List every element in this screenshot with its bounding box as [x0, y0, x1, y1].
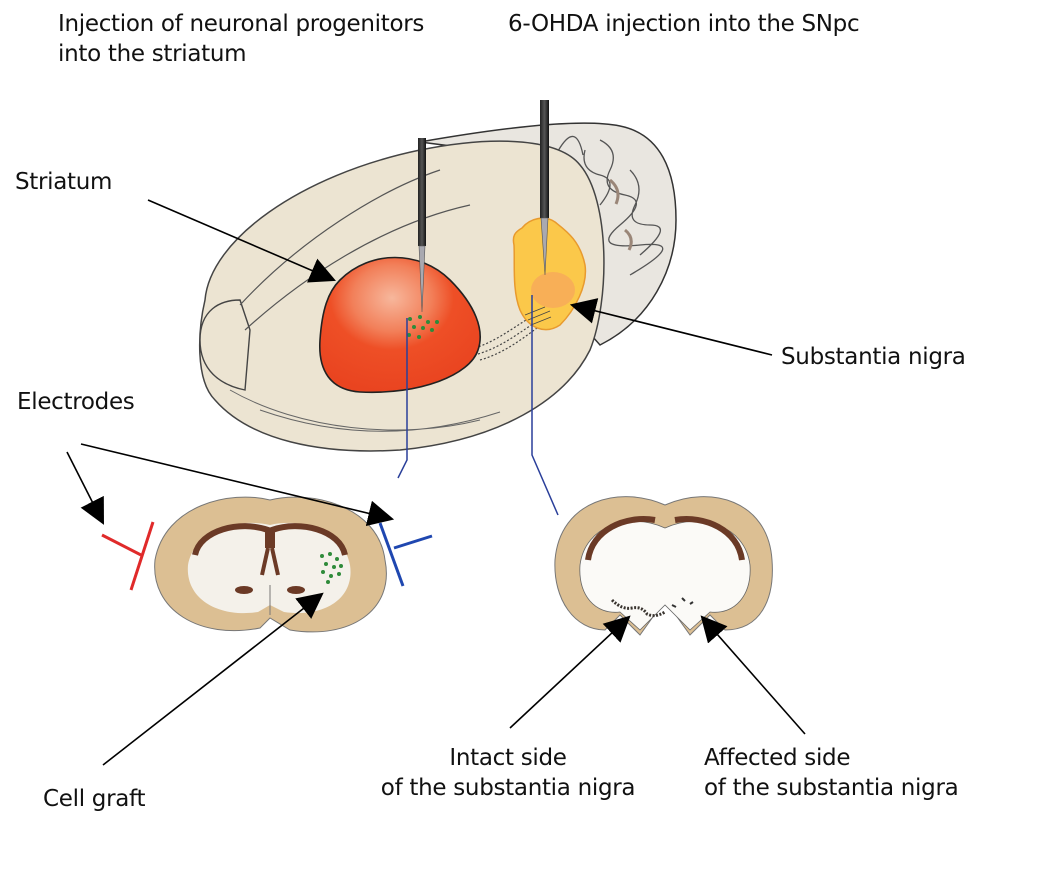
arrow-affected-side	[700, 615, 806, 735]
title-progenitor-injection-line2: into the striatum	[58, 41, 247, 67]
arrow-substantia-nigra	[569, 298, 773, 356]
label-substantia-nigra: Substantia nigra	[781, 344, 966, 370]
striatum-region	[319, 256, 481, 394]
graft-dots-striatum	[407, 315, 439, 339]
arrow-cell-graft	[102, 592, 324, 766]
label-affected-side: Affected side of the substantia nigra	[704, 743, 959, 803]
graft-dots-section	[320, 552, 343, 584]
arrow-intact-side	[509, 615, 631, 729]
injection-needle-striatum	[418, 138, 426, 313]
title-progenitor-injection: Injection of neuronal progenitors into t…	[58, 9, 424, 69]
label-striatum: Striatum	[15, 169, 113, 195]
connector-line-snpc	[531, 295, 559, 516]
connector-line-striatum	[397, 318, 408, 479]
coronal-section-snpc	[554, 496, 773, 636]
arrow-electrode-right	[80, 443, 395, 527]
injection-needle-snpc	[540, 100, 549, 276]
arrow-striatum	[147, 199, 336, 283]
electrode-right	[378, 522, 433, 587]
label-intact-side-line2: of the substantia nigra	[380, 775, 636, 801]
electrode-left	[101, 521, 155, 591]
sagittal-brain	[198, 100, 677, 452]
label-affected-side-line2: of the substantia nigra	[704, 775, 959, 801]
label-cell-graft: Cell graft	[43, 786, 146, 812]
label-electrodes: Electrodes	[17, 389, 135, 415]
title-progenitor-injection-line1: Injection of neuronal progenitors	[58, 11, 425, 37]
coronal-section-striatum	[154, 496, 387, 633]
label-affected-side-line1: Affected side	[704, 745, 851, 771]
cerebellum	[419, 122, 677, 346]
arrow-electrode-left	[66, 451, 104, 525]
label-intact-side-line1: Intact side	[449, 745, 567, 771]
label-intact-side: Intact side of the substantia nigra	[368, 743, 648, 803]
olfactory-bulb	[199, 299, 251, 391]
title-6ohda-injection: 6-OHDA injection into the SNpc	[508, 11, 860, 37]
